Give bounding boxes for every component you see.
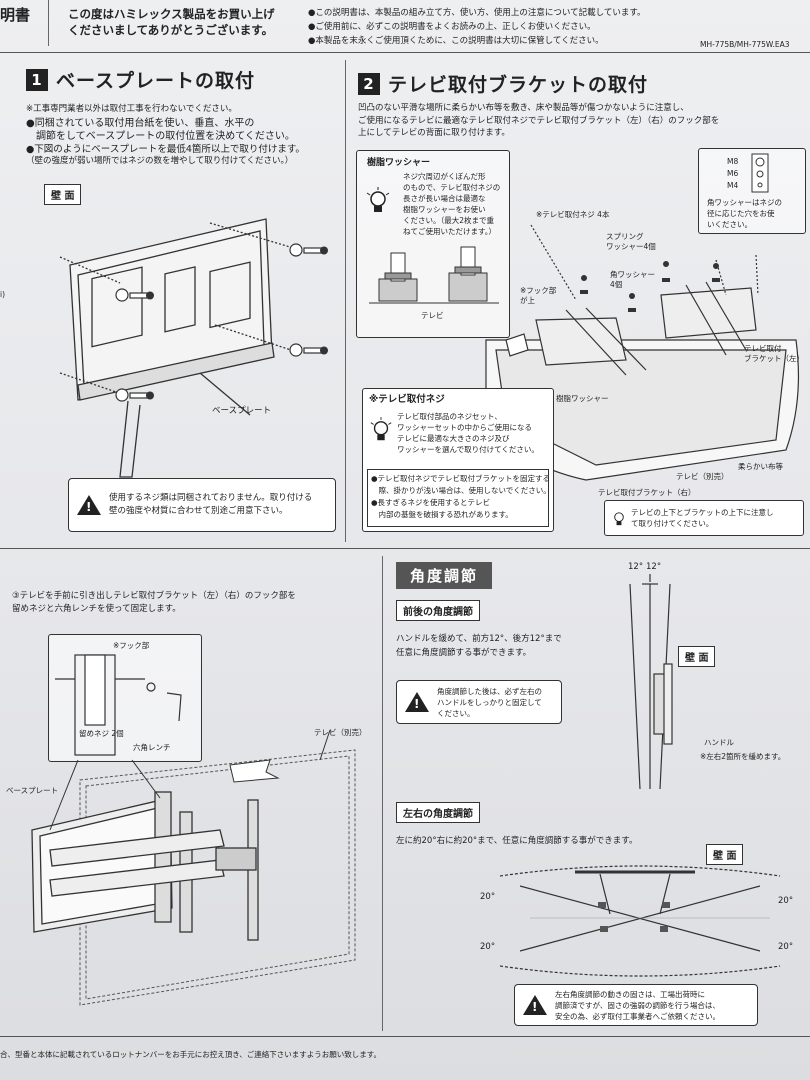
tv-screw-box-notes-frame — [367, 469, 549, 527]
s1-note-2: ●同梱されている取付用台紙を使い、垂直、水平の — [26, 118, 255, 129]
mid-divider-bottom — [382, 556, 383, 1031]
size-m8: M8 — [727, 157, 739, 166]
front-back-warning: 角度調節した後は、必ず左右の ハンドルをしっかりと固定して ください。 — [396, 680, 562, 724]
angle-right-bottom: 20° — [778, 942, 794, 952]
front-back-title: 前後の角度調節 — [396, 600, 480, 621]
s1-warning: 使用するネジ類は同梱されておりません。取り付ける 壁の強度や材質に合わせて別途ご… — [68, 478, 336, 532]
header-note-2: ●ご使用前に、必ずこの説明書をよくお読みの上、正しくお使いください。 — [308, 22, 596, 32]
left-right-text: 左に約20°右に約20°まで、任意に角度調節する事ができます。 — [396, 836, 638, 846]
thanks-message: この度はハミレックス製品をお買い上げ くださいましてありがとうございます。 — [68, 7, 275, 37]
base-plate-label-s1: ベースプレート — [212, 406, 272, 416]
label-tv-sold-separately: テレビ（別売） — [676, 472, 729, 481]
page-edge-mark: i) — [0, 290, 6, 299]
swivel-warning-text: 左右角度調節の動きの固さは、工場出荷時に 調節済ですが、固さの強弱の調節を行う場… — [555, 989, 720, 1021]
top-bottom-note-text: テレビの上下とブラケットの上下に注意し て取り付けてください。 — [631, 508, 774, 528]
s1-note-3: 調節をしてベースプレートの取付位置を決めてください。 — [26, 131, 295, 142]
angle-right-top: 20° — [778, 896, 794, 906]
footer-rule — [0, 1036, 810, 1037]
square-washer-note: 角ワッシャーはネジの 径に応じた穴をお使 いください。 — [707, 198, 782, 229]
hook-label: ※フック部 — [113, 641, 150, 650]
tilt-illustration — [629, 574, 673, 790]
size-m6: M6 — [727, 169, 739, 178]
angle-left-top: 20° — [480, 892, 496, 902]
lightbulb-icon — [366, 187, 390, 212]
header-note-1: ●この説明書は、本製品の組み立て方、使い方、使用上の注意について記載しています。 — [308, 8, 646, 18]
lightbulb-icon — [370, 417, 392, 441]
warning-icon — [405, 692, 429, 712]
s1-note-5: （壁の強度が弱い場所ではネジの数を増やして取り付けてください。） — [26, 156, 294, 166]
hook-detail-illustration — [55, 654, 182, 756]
size-m4: M4 — [727, 181, 739, 190]
angle-left-bottom: 20° — [480, 942, 496, 952]
angle-top-left: 12° — [628, 562, 644, 572]
warning-icon — [77, 495, 101, 515]
s3-step: ③テレビを手前に引き出しテレビ取付ブラケット（左）（右）のフック部を 留めネジと… — [12, 591, 296, 614]
angle-top-right: 12° — [646, 562, 662, 572]
s1-warning-text: 使用するネジ類は同梱されておりません。取り付ける 壁の強度や材質に合わせて別途ご… — [109, 493, 313, 516]
header-note-3: ●本製品を末永くご使用頂くために、この説明書は大切に保管してください。 — [308, 36, 604, 46]
tv-screw-box-text: テレビ取付部品のネジセット、 ワッシャーセットの中からご使用になる テレビに最適… — [397, 412, 539, 454]
tv-small-label: テレビ — [421, 311, 444, 320]
doc-label: 明書 — [0, 6, 31, 24]
section-1-number: 1 — [26, 68, 48, 91]
tv-screw-box: ※テレビ取付ネジ テレビ取付部品のネジセット、 ワッシャーセットの中からご使用に… — [362, 388, 554, 532]
front-back-warning-text: 角度調節した後は、必ず左右の ハンドルをしっかりと固定して ください。 — [437, 686, 542, 718]
resin-washer-title: 樹脂ワッシャー — [367, 158, 431, 168]
wall-tag-swivel: 壁 面 — [706, 844, 744, 865]
section-2-title: 2 テレビ取付ブラケットの取付 — [358, 70, 648, 97]
washer-detail-illustration — [369, 246, 499, 304]
header-divider — [48, 0, 49, 46]
swivel-warning: 左右角度調節の動きの固さは、工場出荷時に 調節済ですが、固さの強弱の調節を行う場… — [514, 984, 758, 1026]
screw-label: 留めネジ 2個 — [79, 729, 124, 738]
bracket-mounting-illustration — [485, 224, 800, 481]
handle-label: ハンドル — [704, 738, 734, 747]
tv-label-s3: テレビ（別売） — [314, 728, 367, 737]
front-back-text: ハンドルを緩めて、前方12°、後方12°まで 任意に角度調節する事ができます。 — [396, 634, 562, 658]
hook-detail-box: ※フック部 留めネジ 2個 六角レンチ — [48, 634, 202, 762]
section-1-heading: ベースプレートの取付 — [56, 70, 256, 92]
angle-header: 角度調節 — [396, 562, 493, 589]
s1-note-1: ※工事専門業者以外は取付工事を行わないでください。 — [26, 104, 237, 114]
screw-size-box: M8 M6 M4 角ワッシャーはネジの 径に応じた穴をお使 いください。 — [698, 148, 806, 234]
left-right-title: 左右の角度調節 — [396, 802, 480, 823]
square-washer-icon — [751, 153, 769, 193]
label-hook-up: ※フック部 が上 — [520, 286, 557, 305]
label-tv-screws: ※テレビ取付ネジ 4本 — [536, 210, 610, 219]
middle-rule — [0, 548, 810, 549]
lightbulb-icon — [614, 512, 624, 526]
warning-icon — [523, 995, 547, 1015]
wall-tag-tilt: 壁 面 — [678, 646, 716, 667]
label-square-washer: 角ワッシャー 4個 — [610, 270, 655, 289]
section-1-title: 1 ベースプレートの取付 — [26, 66, 255, 93]
tv-hook-install-illustration — [31, 729, 356, 1006]
base-plate-label-s3: ベースプレート — [6, 786, 59, 795]
footer-text: 合、型番と本体に記載されているロットナンバーをお手元にお控え頂き、ご連絡下さいま… — [0, 1050, 381, 1059]
wrench-label: 六角レンチ — [133, 743, 171, 752]
tv-screw-box-title: ※テレビ取付ネジ — [369, 394, 445, 405]
label-bracket-right: テレビ取付ブラケット（右） — [598, 488, 696, 497]
model-number: MH-775B/MH-775W.EA3 — [700, 40, 790, 49]
label-resin-washer: 樹脂ワッシャー — [556, 394, 609, 403]
header-rule — [0, 52, 810, 53]
base-plate-illustration — [59, 218, 328, 478]
mid-divider-top — [345, 60, 346, 542]
s1-note-4: ●下図のようにベースプレートを最低4箇所以上で取り付けます。 — [26, 144, 305, 155]
wall-tag-s1: 壁 面 — [44, 184, 82, 205]
section-2-number: 2 — [358, 72, 380, 95]
swivel-illustration — [499, 865, 781, 977]
section-2-heading: テレビ取付ブラケットの取付 — [388, 74, 649, 96]
resin-washer-text: ネジ穴周辺がくぼんだ形 のもので、テレビ取付ネジの 長さが長い場合は最適な 樹脂… — [403, 172, 501, 236]
tv-screw-box-notes: ●テレビ取付ネジでテレビ取付ブラケットを固定する 際、掛かりが浅い場合は、使用し… — [371, 474, 551, 519]
resin-washer-box: 樹脂ワッシャー ネジ穴周辺がくぼんだ形 のもので、テレビ取付ネジの 長さが長い場… — [356, 150, 510, 338]
label-spring-washer: スプリング ワッシャー4個 — [606, 232, 656, 251]
label-soft-cloth: 柔らかい布等 — [738, 462, 783, 471]
top-bottom-note: テレビの上下とブラケットの上下に注意し て取り付けてください。 — [604, 500, 804, 536]
label-bracket-left: テレビ取付 ブラケット（左） — [744, 344, 804, 363]
s2-intro: 凹凸のない平滑な場所に柔らかい布等を敷き、床や製品等が傷つかないように注意し、 … — [358, 103, 720, 138]
handle-note: ※左右2箇所を緩めます。 — [700, 752, 786, 761]
